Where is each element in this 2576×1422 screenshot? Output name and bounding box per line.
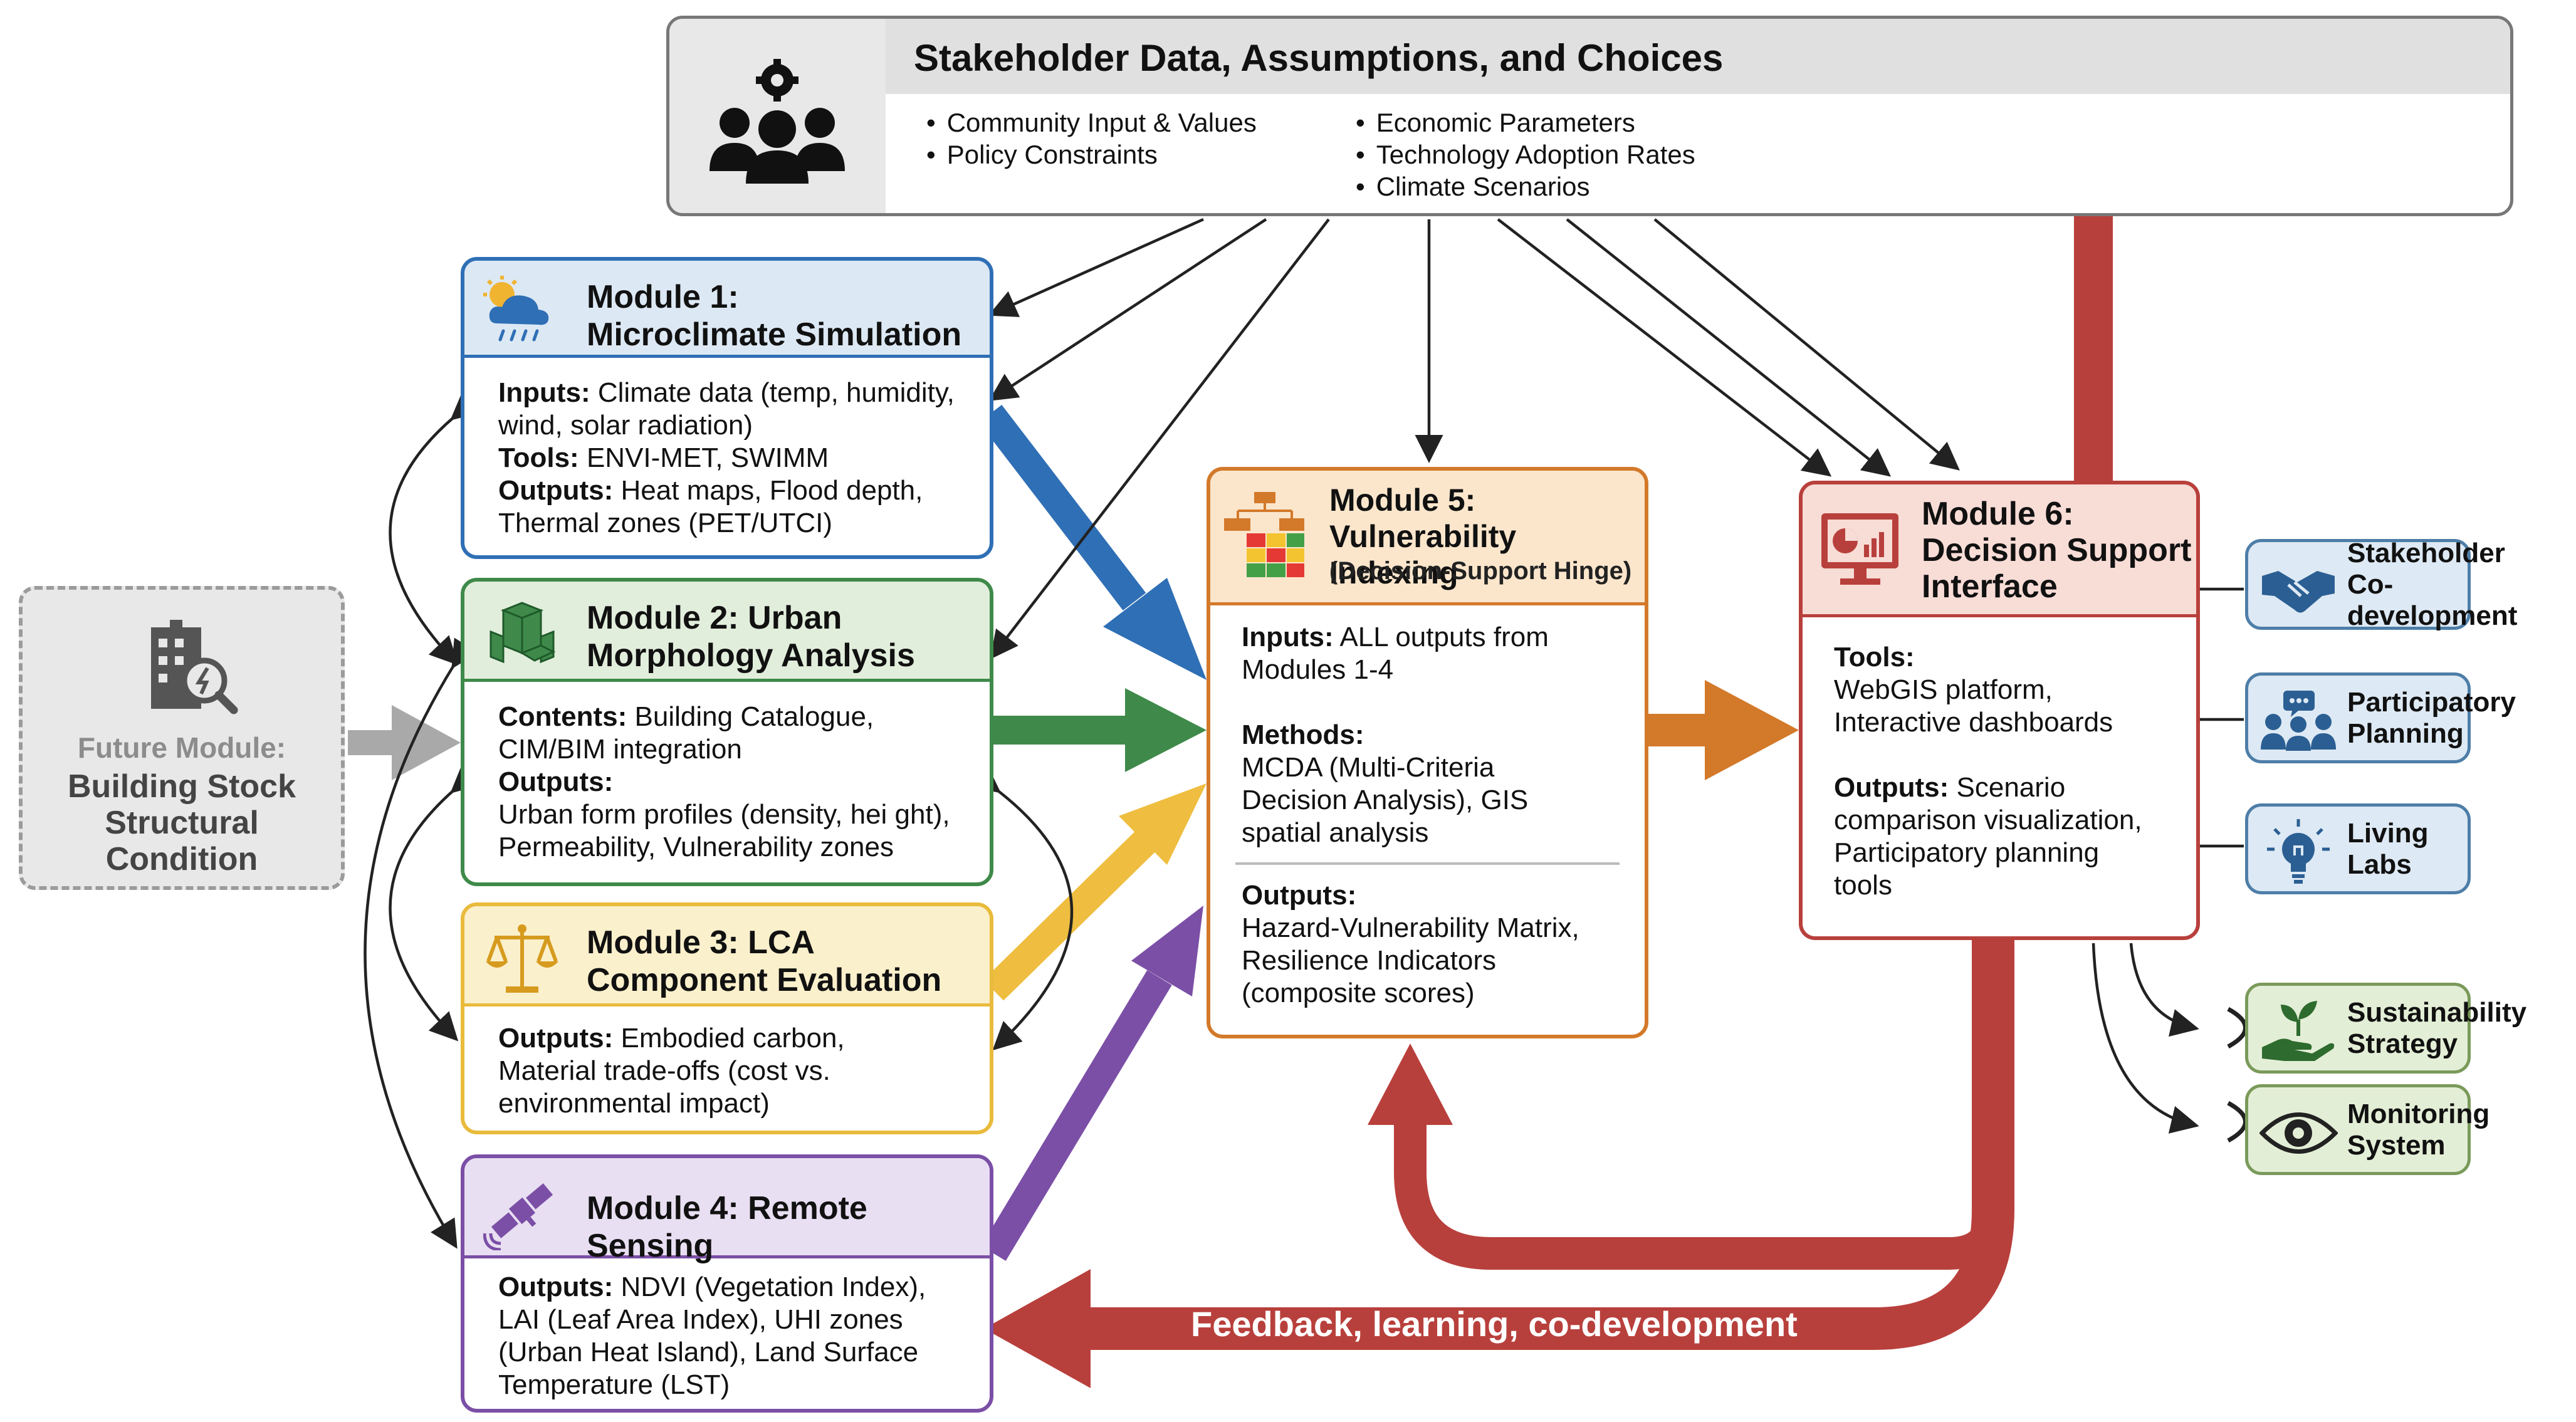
handshake-icon [2262,571,2335,613]
list-item: Climate Scenarios [1356,170,1695,202]
module5-body: Inputs: ALL outputs from Modules 1-4 Met… [1242,622,1549,848]
stakeholder-box: Stakeholder Data, Assumptions, and Choic… [666,16,2513,216]
stakeholder-header [886,19,2510,94]
module3-body: Outputs: Embodied carbon, Material trade… [498,1023,845,1119]
module4-to-module5-arrow [981,906,1203,1261]
future-module-label: Future Module: [77,731,286,764]
future-module-title: Building Stock Structural Condition [68,768,296,877]
list-item: Policy Constraints [926,139,1257,170]
stakeholder-list-right: Economic Parameters Technology Adoption … [1356,107,1695,202]
satellite-icon [483,1183,553,1250]
module3-title: Module 3: LCA Component Evaluation [587,924,942,999]
module4-header [464,1158,990,1258]
side-item-label: Participatory Planning [2347,686,2516,749]
module4-box: Module 4: Remote Sensing Outputs: NDVI (… [461,1154,993,1413]
module3-box: Module 3: LCA Component Evaluation Outpu… [461,902,993,1134]
module1-header [464,261,990,358]
module5-title: Module 5: Vulnerability Indexing [1329,483,1517,590]
feedback-label: Feedback, learning, co-development [1191,1304,1798,1344]
module6-title: Module 6: Decision Support Interface [1922,496,2192,605]
city-blocks-icon [490,602,556,664]
eye-icon [2259,1112,2338,1154]
module5-subtitle: (Decision-Support Hinge) [1329,557,1632,585]
feedback-arrow [984,931,2014,1388]
stakeholder-icon-panel [669,19,886,213]
side-item-sustainability-strategy: Sustainability Strategy [2245,983,2526,1074]
module2-title: Module 2: Urban Morphology Analysis [587,600,915,674]
module1-title: Module 1: Microclimate Simulation [587,279,962,353]
module4-body: Outputs: NDVI (Vegetation Index), LAI (L… [498,1272,926,1400]
balance-scale-icon [486,924,558,993]
module1-to-module5-arrow [978,405,1207,680]
module1-box: Module 1: Microclimate Simulation Inputs… [461,257,993,559]
stakeholder-list-left: Community Input & Values Policy Constrai… [926,107,1257,170]
list-item: Community Input & Values [926,107,1257,139]
module3-header [464,906,990,1006]
discussion-group-icon [2261,691,2336,751]
side-item-label: Stakeholder Co-development [2347,537,2518,631]
future-to-module2-arrow [348,705,461,780]
side-item-monitoring-system: Monitoring System [2245,1084,2490,1175]
weather-cloud-icon [483,276,549,342]
list-item: Economic Parameters [1356,107,1695,139]
list-item: Technology Adoption Rates [1356,139,1695,170]
module5-outputs: Outputs: Hazard-Vulnerability Matrix, Re… [1242,880,1579,1008]
module2-box: Module 2: Urban Morphology Analysis Cont… [461,578,993,886]
matrix-grid-icon [1224,492,1304,577]
dashboard-monitor-icon [1821,513,1898,585]
module4-title: Module 4: Remote Sensing [587,1190,867,1265]
module5-to-module6-arrow [1648,680,1799,780]
lightbulb-icon [2267,819,2330,884]
side-item-living-labs: Living Labs [2245,803,2471,894]
module6-body: Tools: WebGIS platform, Interactive dash… [1834,642,2142,901]
future-module-box: Future Module: Building Stock Structural… [19,586,345,890]
plant-hand-icon [2262,1001,2335,1061]
side-item-label: Monitoring System [2347,1098,2490,1161]
module2-to-module5-arrow [993,688,1207,772]
side-item-participatory-planning: Participatory Planning [2245,672,2516,763]
module-interlinks [364,391,1074,1249]
side-item-label: Sustainability Strategy [2347,996,2527,1059]
module5-divider [1235,862,1620,865]
module2-body: Contents: Building Catalogue, CIM/BIM in… [498,701,950,862]
people-gear-icon [709,59,845,184]
side-item-stakeholder-codevelopment: Stakeholder Co-development [2245,538,2517,631]
stakeholder-thin-arrows [988,217,1960,660]
building-search-icon [151,620,238,714]
module6-box: Module 6: Decision Support Interface Too… [1799,481,2200,940]
module1-body: Inputs: Climate data (temp, humidity, wi… [498,377,955,538]
side-item-label: Living Labs [2347,817,2429,880]
stakeholder-title: Stakeholder Data, Assumptions, and Choic… [914,37,1724,79]
module5-box: Module 5: Vulnerability Indexing (Decisi… [1207,467,1648,1038]
